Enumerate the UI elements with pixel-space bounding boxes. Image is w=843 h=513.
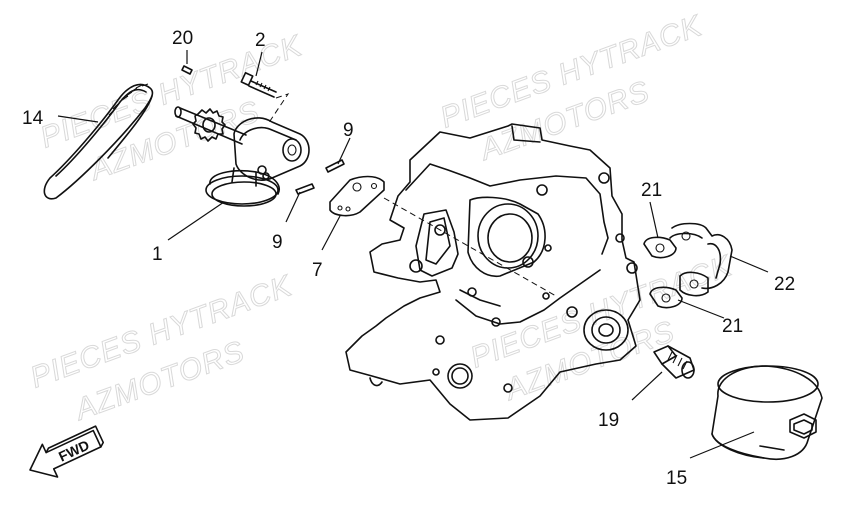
oil-strainer bbox=[205, 167, 280, 207]
pin bbox=[181, 65, 193, 75]
bolt bbox=[240, 71, 277, 98]
oil-pipe bbox=[669, 222, 733, 297]
label-part-7: 7 bbox=[312, 260, 323, 281]
label-part-19: 19 bbox=[598, 410, 619, 431]
label-part-21-upper: 21 bbox=[641, 180, 662, 201]
assembly-axis-line bbox=[383, 197, 557, 297]
crankcase bbox=[345, 123, 641, 421]
forward-label: FWD bbox=[56, 437, 92, 465]
label-part-14: 14 bbox=[22, 108, 44, 129]
oil-filter-fitting bbox=[653, 345, 695, 379]
pipe-gasket-lower bbox=[649, 286, 683, 309]
dowel-pin-lower bbox=[295, 183, 315, 195]
watermark-layer: PIECES HYTRACK AZMOTORS PIECES HYTRACK A… bbox=[26, 8, 738, 427]
oil-filter bbox=[711, 365, 823, 460]
forward-arrow-icon: FWD bbox=[29, 425, 105, 478]
label-part-9-lower: 9 bbox=[272, 232, 283, 253]
label-part-22: 22 bbox=[774, 274, 795, 295]
part-number-labels: 20 2 14 1 9 9 7 21 22 21 19 15 bbox=[22, 28, 795, 489]
dowel-pin-upper bbox=[325, 159, 345, 173]
pipe-gasket-upper bbox=[643, 236, 677, 259]
label-part-1: 1 bbox=[152, 244, 163, 265]
pump-gasket bbox=[329, 175, 385, 217]
label-part-20: 20 bbox=[172, 28, 193, 49]
label-part-2: 2 bbox=[255, 30, 266, 51]
drive-chain bbox=[43, 83, 154, 200]
leader-lines bbox=[57, 50, 769, 459]
label-part-15: 15 bbox=[666, 468, 687, 489]
label-part-21-lower: 21 bbox=[722, 316, 743, 337]
oil-pump bbox=[174, 93, 310, 181]
label-part-9-upper: 9 bbox=[343, 120, 354, 141]
